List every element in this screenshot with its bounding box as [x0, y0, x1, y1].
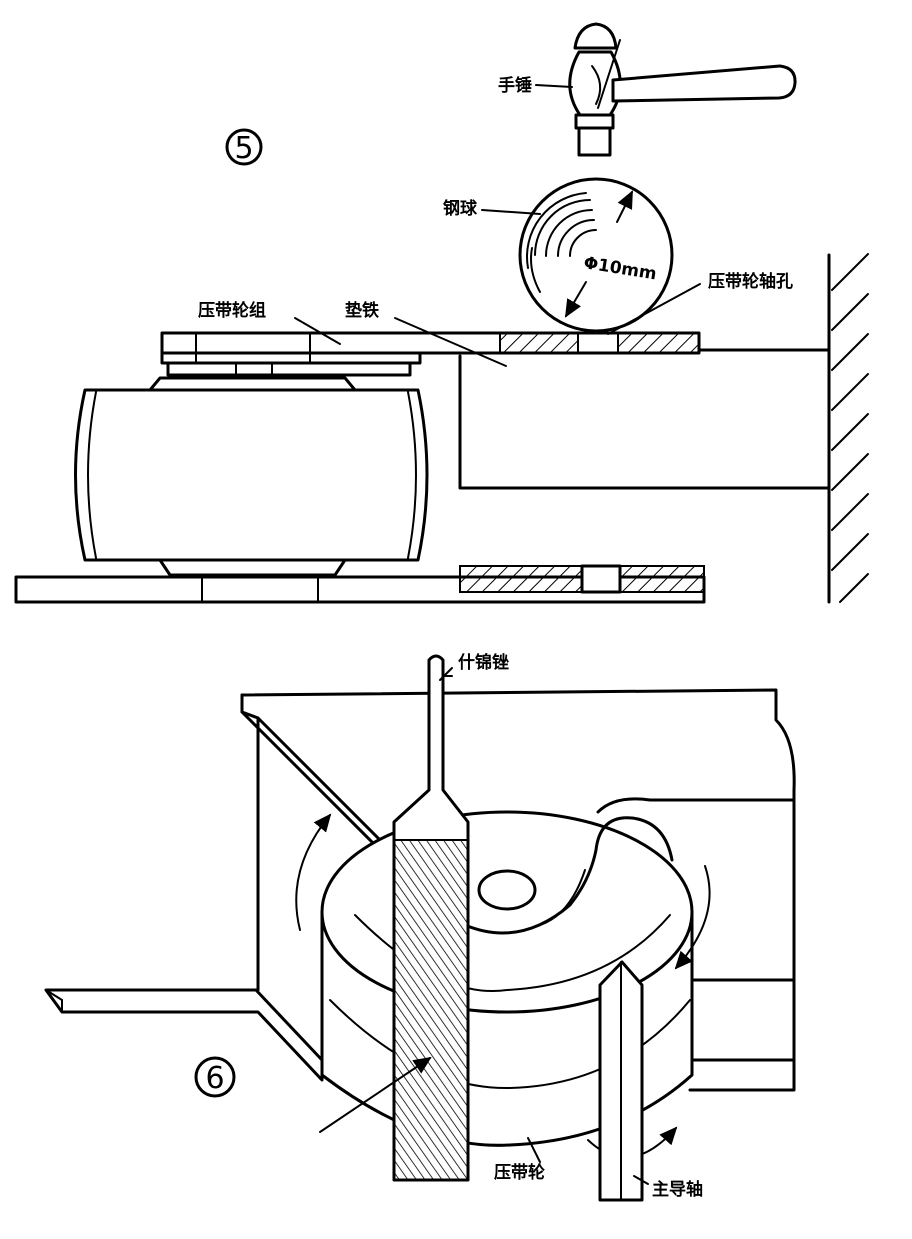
figure-5-number: 5	[225, 128, 263, 166]
upper-plate	[160, 331, 701, 377]
capstan-leader	[633, 1175, 649, 1185]
assembly-leader	[294, 317, 341, 345]
pinch-roller-assembly-label: 压带轮组	[198, 300, 266, 321]
sheet-iron-block	[416, 348, 831, 490]
figure-5: 5 手锤 钢球 Φ10mm	[14, 22, 869, 604]
figure-5-number-text: 5	[234, 131, 253, 166]
pinch-roller-shaft-hole-label: 压带轮轴孔	[708, 271, 793, 292]
figure-6: 6	[44, 654, 796, 1202]
rotation-arrow-left	[295, 813, 332, 931]
bracket-arm	[44, 988, 324, 1082]
sheet-iron-leader	[394, 317, 507, 367]
lower-plate	[14, 564, 706, 604]
steel-ball-illustration	[481, 177, 674, 333]
sheet-iron-label: 垫铁	[345, 300, 379, 321]
pinch-roller-leader	[527, 1137, 541, 1163]
capstan-label: 主导轴	[652, 1179, 703, 1200]
file-leader	[439, 667, 453, 681]
shaft-hole-leader	[607, 283, 701, 335]
roller-drum	[74, 376, 429, 577]
steel-ball-label: 钢球	[443, 198, 478, 219]
figure-6-number: 6	[194, 1056, 236, 1098]
file-label: 什锦锉	[458, 652, 509, 673]
wall-hatching	[827, 253, 869, 604]
figure-6-number-text: 6	[205, 1061, 224, 1096]
pinch-roller-label: 压带轮	[494, 1162, 545, 1183]
hammer-label: 手锤	[498, 75, 532, 96]
hammer-illustration	[535, 22, 797, 157]
mounting-bracket	[240, 688, 796, 1092]
capstan-shaft	[598, 960, 644, 1202]
rotation-arrow-right	[674, 865, 711, 970]
file-tool	[319, 654, 470, 1182]
